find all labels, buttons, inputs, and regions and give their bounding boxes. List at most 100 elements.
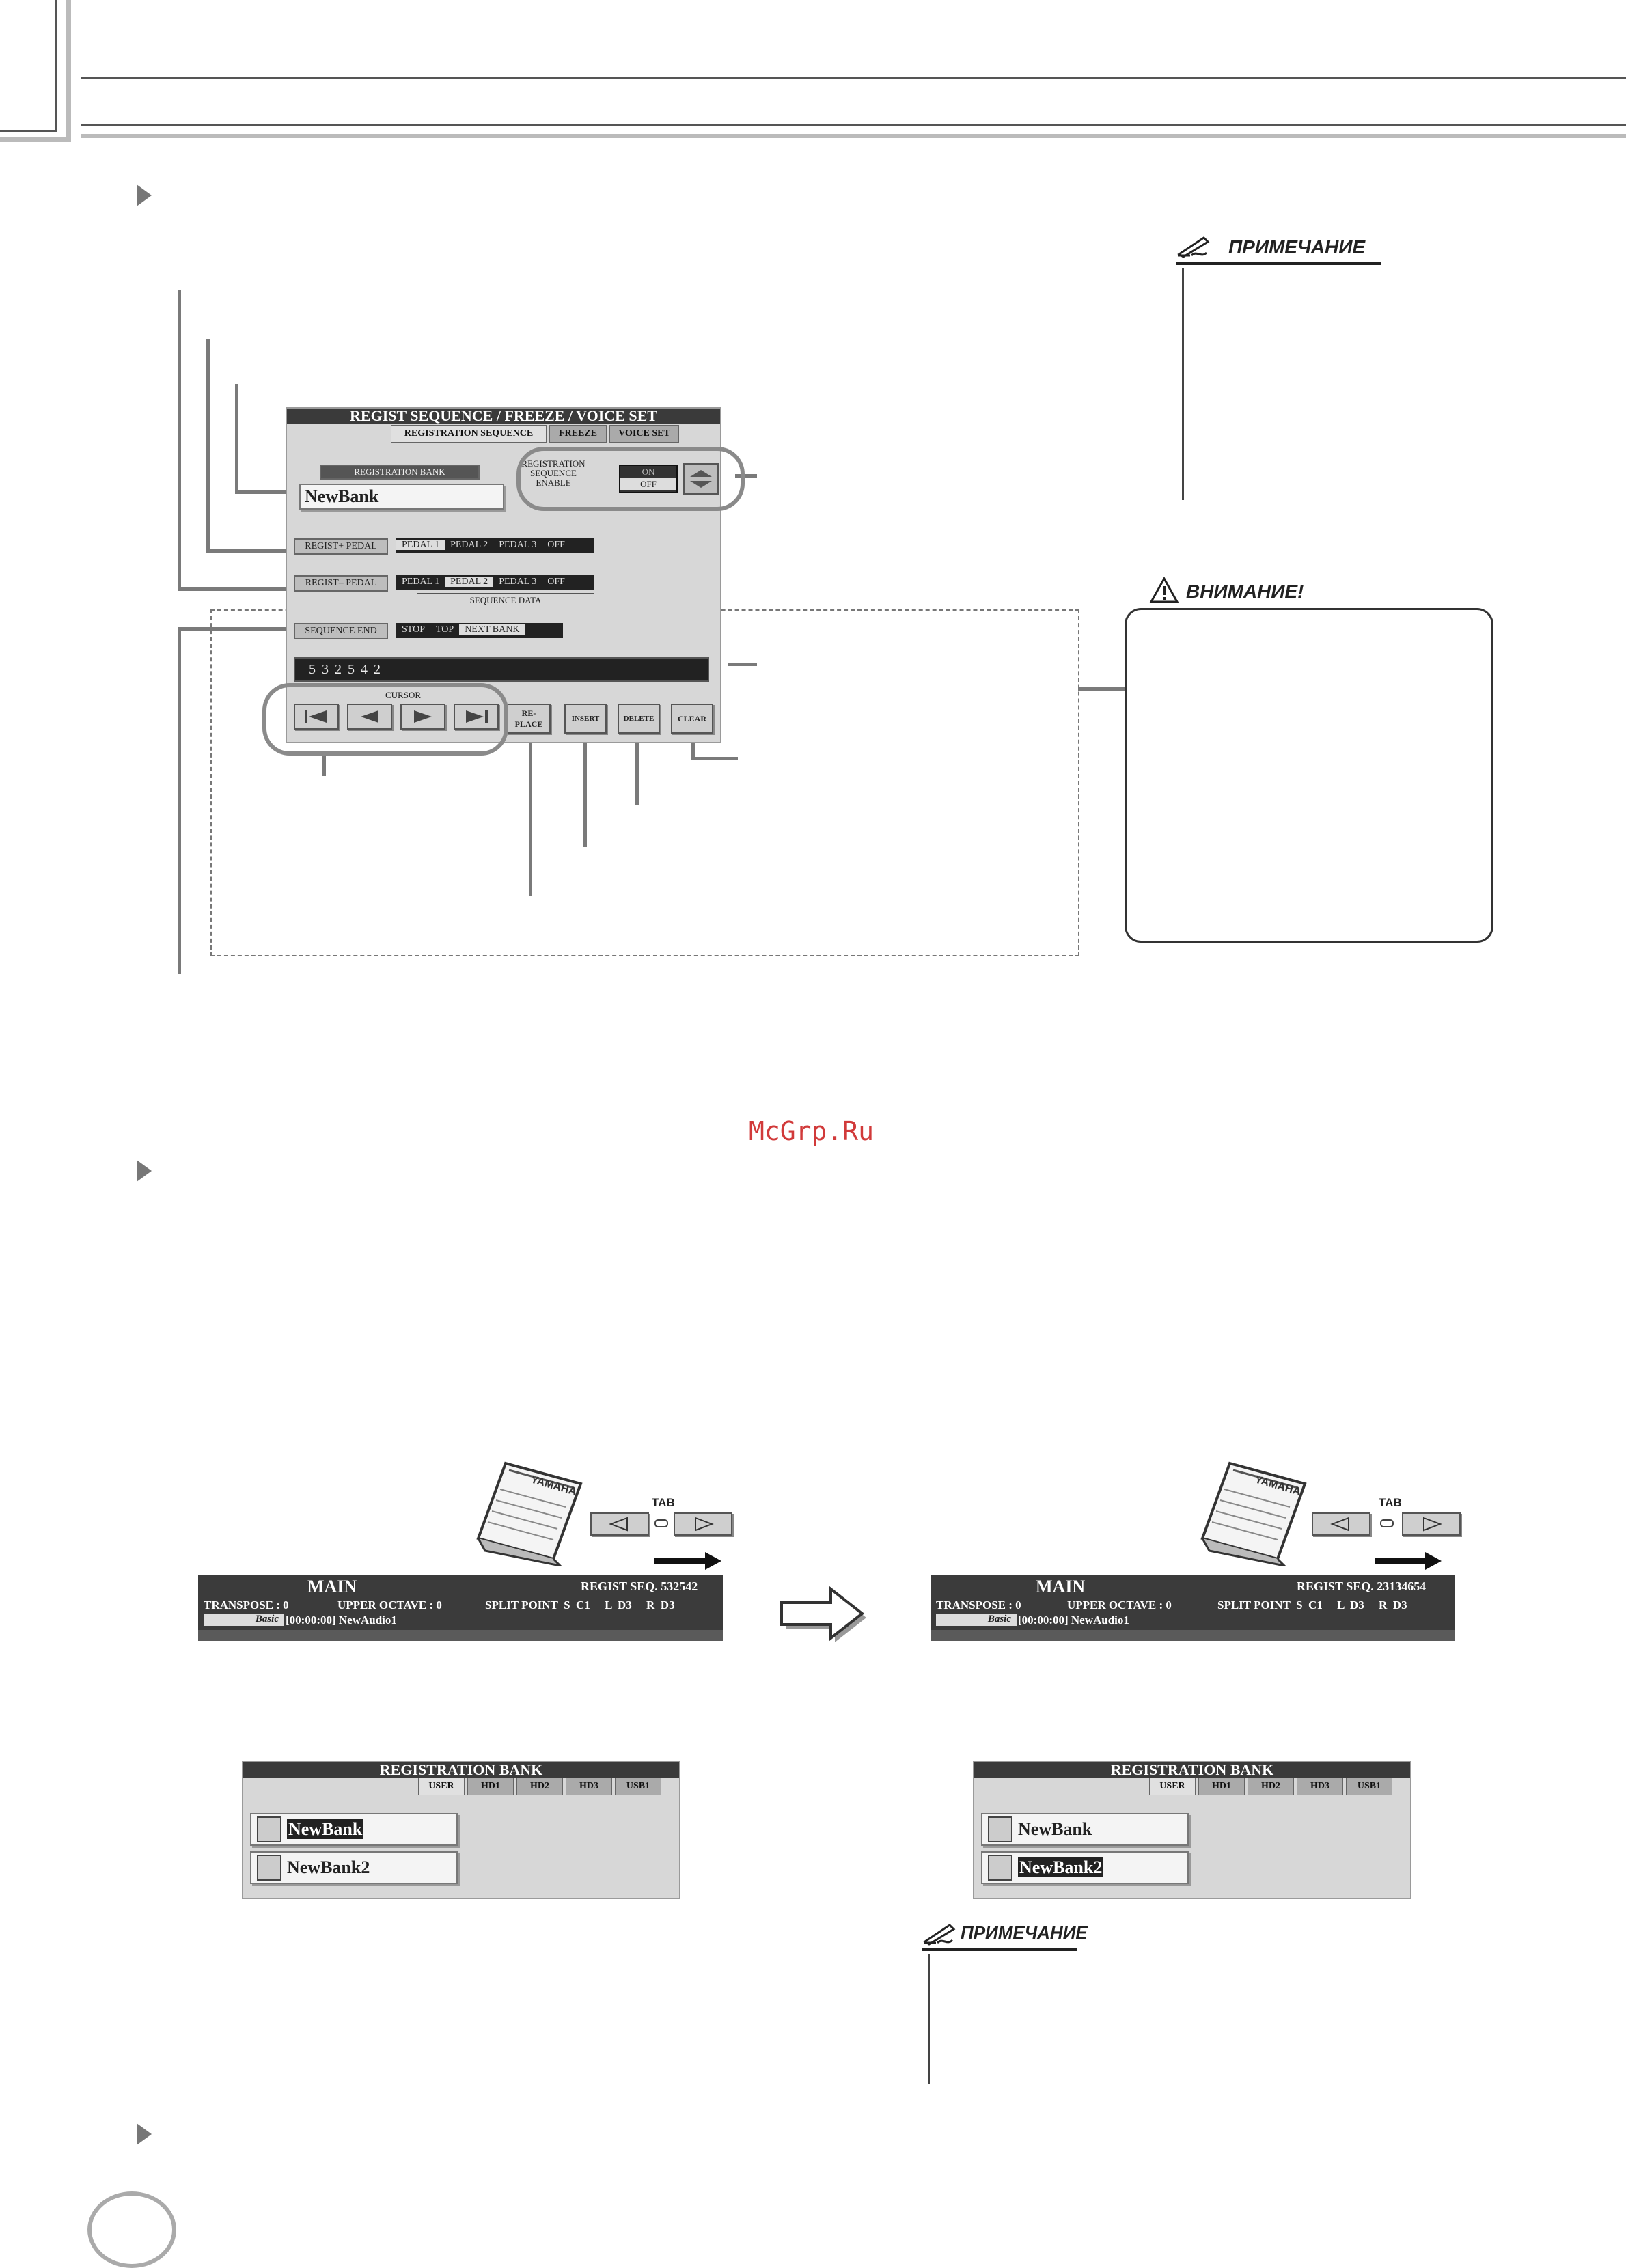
regist-seq: REGIST SEQ. 532542 — [581, 1579, 698, 1593]
basic-label: Basic — [255, 1614, 279, 1624]
regist-plus-options[interactable]: PEDAL 1 PEDAL 2 PEDAL 3 OFF — [396, 538, 594, 553]
bank-item[interactable]: NewBank — [250, 1813, 458, 1846]
regist-sequence-screen: REGIST SEQUENCE / FREEZE / VOICE SET REG… — [286, 407, 721, 743]
sequence-end-options[interactable]: STOP TOP NEXT BANK — [396, 623, 563, 638]
header-bracket — [0, 0, 71, 142]
caution-title: ВНИМАНИЕ! — [1186, 581, 1304, 602]
section-arrow-3 — [137, 2123, 152, 2145]
pencil-icon — [1176, 235, 1211, 258]
callout-line — [235, 490, 297, 494]
sequence-end-label: SEQUENCE END — [294, 623, 388, 639]
regist-seq-value: REGIST SEQ. 231346 — [1297, 1579, 1414, 1593]
pedal-option[interactable]: OFF — [547, 540, 565, 550]
enable-switch[interactable]: ON OFF — [619, 465, 678, 493]
tab-user[interactable]: USER — [1149, 1778, 1196, 1795]
callout-line — [1078, 687, 1125, 691]
tab-usb1[interactable]: USB1 — [1346, 1778, 1392, 1795]
pencil-icon — [922, 1922, 959, 1946]
upper-octave: UPPER OCTAVE : 0 — [1067, 1599, 1172, 1612]
tab-left-button[interactable] — [590, 1512, 649, 1536]
callout-line — [529, 739, 532, 896]
tab-hd1[interactable]: HD1 — [467, 1778, 514, 1795]
enable-label-line: ENABLE — [536, 478, 571, 488]
section-arrow-1 — [137, 184, 152, 206]
bank-label: REGISTRATION BANK — [320, 465, 480, 480]
replace-button[interactable]: RE- PLACE — [507, 704, 551, 734]
pedal-option[interactable]: OFF — [547, 577, 565, 587]
tab-hd1[interactable]: HD1 — [1198, 1778, 1245, 1795]
end-option[interactable]: TOP — [435, 624, 454, 635]
callout-line — [206, 339, 210, 551]
callout-line — [583, 739, 587, 847]
bank-title: REGISTRATION BANK — [243, 1762, 679, 1778]
highlight-enable — [516, 447, 745, 511]
cursor-first-button[interactable] — [294, 704, 339, 730]
time-song: [00:00:00] NewAudio1 — [286, 1614, 397, 1627]
callout-line — [206, 549, 287, 553]
cursor-right-button[interactable] — [400, 704, 445, 730]
pedal-option[interactable]: PEDAL 1 — [396, 540, 445, 550]
main-lower-area — [931, 1630, 1455, 1641]
callout-line — [178, 627, 181, 974]
bank-item-label: NewBank2 — [287, 1857, 370, 1877]
enable-on[interactable]: ON — [642, 467, 655, 477]
end-option[interactable]: NEXT BANK — [459, 624, 525, 635]
note-title: ПРИМЕЧАНИЕ — [1228, 236, 1366, 258]
tab-left-button[interactable] — [1312, 1512, 1370, 1536]
highlight-cursor — [262, 683, 508, 756]
enable-off[interactable]: OFF — [620, 478, 676, 490]
insert-button[interactable]: INSERT — [564, 704, 607, 734]
bank-file-icon — [257, 1816, 281, 1843]
pedal-option[interactable]: PEDAL 2 — [450, 540, 488, 550]
pedal-option[interactable]: PEDAL 1 — [402, 577, 440, 587]
callout-line — [728, 663, 757, 666]
clear-button[interactable]: CLEAR — [671, 704, 713, 734]
page-number-circle — [87, 2191, 176, 2268]
tab-right-button[interactable] — [1402, 1512, 1461, 1536]
basic-badge: Basic — [204, 1614, 284, 1626]
callout-line — [735, 474, 757, 478]
pedal-option[interactable]: PEDAL 2 — [445, 577, 494, 587]
delete-button[interactable]: DELETE — [618, 704, 660, 734]
bank-screen-right: REGISTRATION BANK USER HD1 HD2 HD3 USB1 … — [973, 1761, 1411, 1899]
tab-user[interactable]: USER — [418, 1778, 465, 1795]
regist-minus-options[interactable]: PEDAL 1 PEDAL 2 PEDAL 3 OFF — [396, 575, 594, 590]
up-down-icon[interactable] — [683, 463, 719, 495]
end-option[interactable]: STOP — [402, 624, 425, 635]
tab-hd2[interactable]: HD2 — [1248, 1778, 1294, 1795]
basic-badge: Basic — [936, 1614, 1017, 1626]
main-title: MAIN — [1036, 1577, 1086, 1596]
bank-file-icon — [257, 1855, 281, 1881]
tab-hd2[interactable]: HD2 — [516, 1778, 563, 1795]
bank-name-field[interactable]: NewBank — [299, 484, 504, 510]
foot-pedal-icon: YAMAHA — [1196, 1456, 1312, 1569]
cursor-left-button[interactable] — [347, 704, 392, 730]
tab-usb1[interactable]: USB1 — [615, 1778, 661, 1795]
pedal-option[interactable]: PEDAL 3 — [499, 540, 537, 550]
tab-freeze[interactable]: FREEZE — [549, 425, 607, 443]
tab-right-button[interactable] — [674, 1512, 732, 1536]
regist-seq-tail: 54 — [1414, 1579, 1427, 1593]
regist-minus-label: REGIST– PEDAL — [294, 575, 388, 592]
callout-line — [322, 754, 326, 776]
tab-hd3[interactable]: HD3 — [1297, 1778, 1343, 1795]
callout-line — [235, 384, 238, 493]
tab-hd3[interactable]: HD3 — [566, 1778, 612, 1795]
tab-voice-set[interactable]: VOICE SET — [609, 425, 679, 443]
bank-item[interactable]: NewBank — [981, 1813, 1189, 1846]
transpose: TRANSPOSE : 0 — [204, 1599, 289, 1612]
bank-screen-left: REGISTRATION BANK USER HD1 HD2 HD3 USB1 … — [242, 1761, 680, 1899]
tab-indicator — [654, 1519, 668, 1527]
time-song: [00:00:00] NewAudio1 — [1018, 1614, 1129, 1627]
sequence-field[interactable]: 5 3 2 5 4 2 — [294, 657, 709, 682]
sequence-data-label: SEQUENCE DATA — [417, 593, 594, 607]
cursor-last-button[interactable] — [454, 704, 499, 730]
pedal-option[interactable]: PEDAL 3 — [499, 577, 537, 587]
bank-item[interactable]: NewBank2 — [981, 1851, 1189, 1884]
main-lower-area — [198, 1630, 723, 1641]
bank-item[interactable]: NewBank2 — [250, 1851, 458, 1884]
transpose: TRANSPOSE : 0 — [936, 1599, 1021, 1612]
tab-registration-sequence[interactable]: REGISTRATION SEQUENCE — [391, 425, 547, 443]
bank-item-label: NewBank — [287, 1819, 364, 1839]
cursor-label: CURSOR — [385, 690, 422, 700]
